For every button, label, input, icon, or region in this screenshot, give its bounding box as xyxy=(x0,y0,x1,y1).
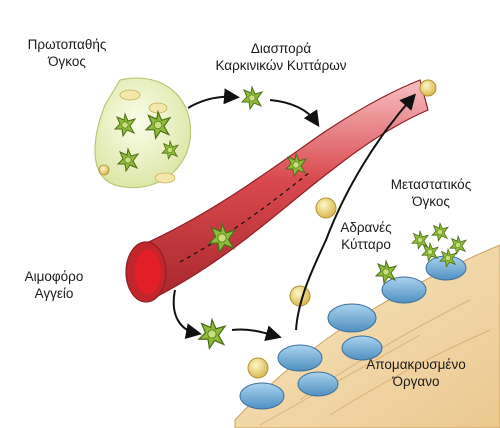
dispersal-label: Διασπορά Καρκινικών Κυττάρων xyxy=(186,40,376,74)
distant-organ-label-line1: Απομακρυσμένο xyxy=(366,357,466,372)
dispersal-label-line1: Διασπορά xyxy=(250,41,312,56)
blood-vessel-label-line2: Αγγείο xyxy=(34,286,74,301)
distant-organ-label-line2: Όργανο xyxy=(392,374,440,389)
organ-cells xyxy=(239,255,467,410)
distant-organ xyxy=(234,244,500,428)
dormant-cell-label: Αδρανές Κύτταρο xyxy=(318,219,414,253)
primary-tumor-label-line1: Πρωτοπαθής xyxy=(27,37,107,52)
dormant-cell xyxy=(247,357,269,379)
dormant-cell-label-line1: Αδρανές xyxy=(340,220,392,235)
metastatic-tumor-label: Μεταστατικός Όγκος xyxy=(372,176,490,210)
dispersal-label-line2: Καρκινικών Κυττάρων xyxy=(215,58,347,73)
cancer-cell xyxy=(241,86,263,110)
primary-tumor-label: Πρωτοπαθής Όγκος xyxy=(14,36,120,70)
distant-organ-label: Απομακρυσμένο Όργανο xyxy=(336,356,496,390)
flow-arrows xyxy=(172,88,416,341)
circulating-cell xyxy=(315,197,337,219)
metastatic-tumor-label-line1: Μεταστατικός xyxy=(390,177,472,192)
blood-vessel-label-line1: Αιμοφόρο xyxy=(24,269,84,284)
circulating-cell xyxy=(419,79,437,97)
blood-vessel-label: Αιμοφόρο Αγγείο xyxy=(6,268,102,302)
primary-tumor-label-line2: Όγκος xyxy=(48,54,86,69)
cancer-cell xyxy=(198,319,226,349)
blood-vessel xyxy=(125,79,429,303)
dormant-cell-label-line2: Κύτταρο xyxy=(341,237,391,252)
primary-tumor xyxy=(94,77,192,189)
metastatic-tumor-label-line2: Όγκος xyxy=(412,194,450,209)
